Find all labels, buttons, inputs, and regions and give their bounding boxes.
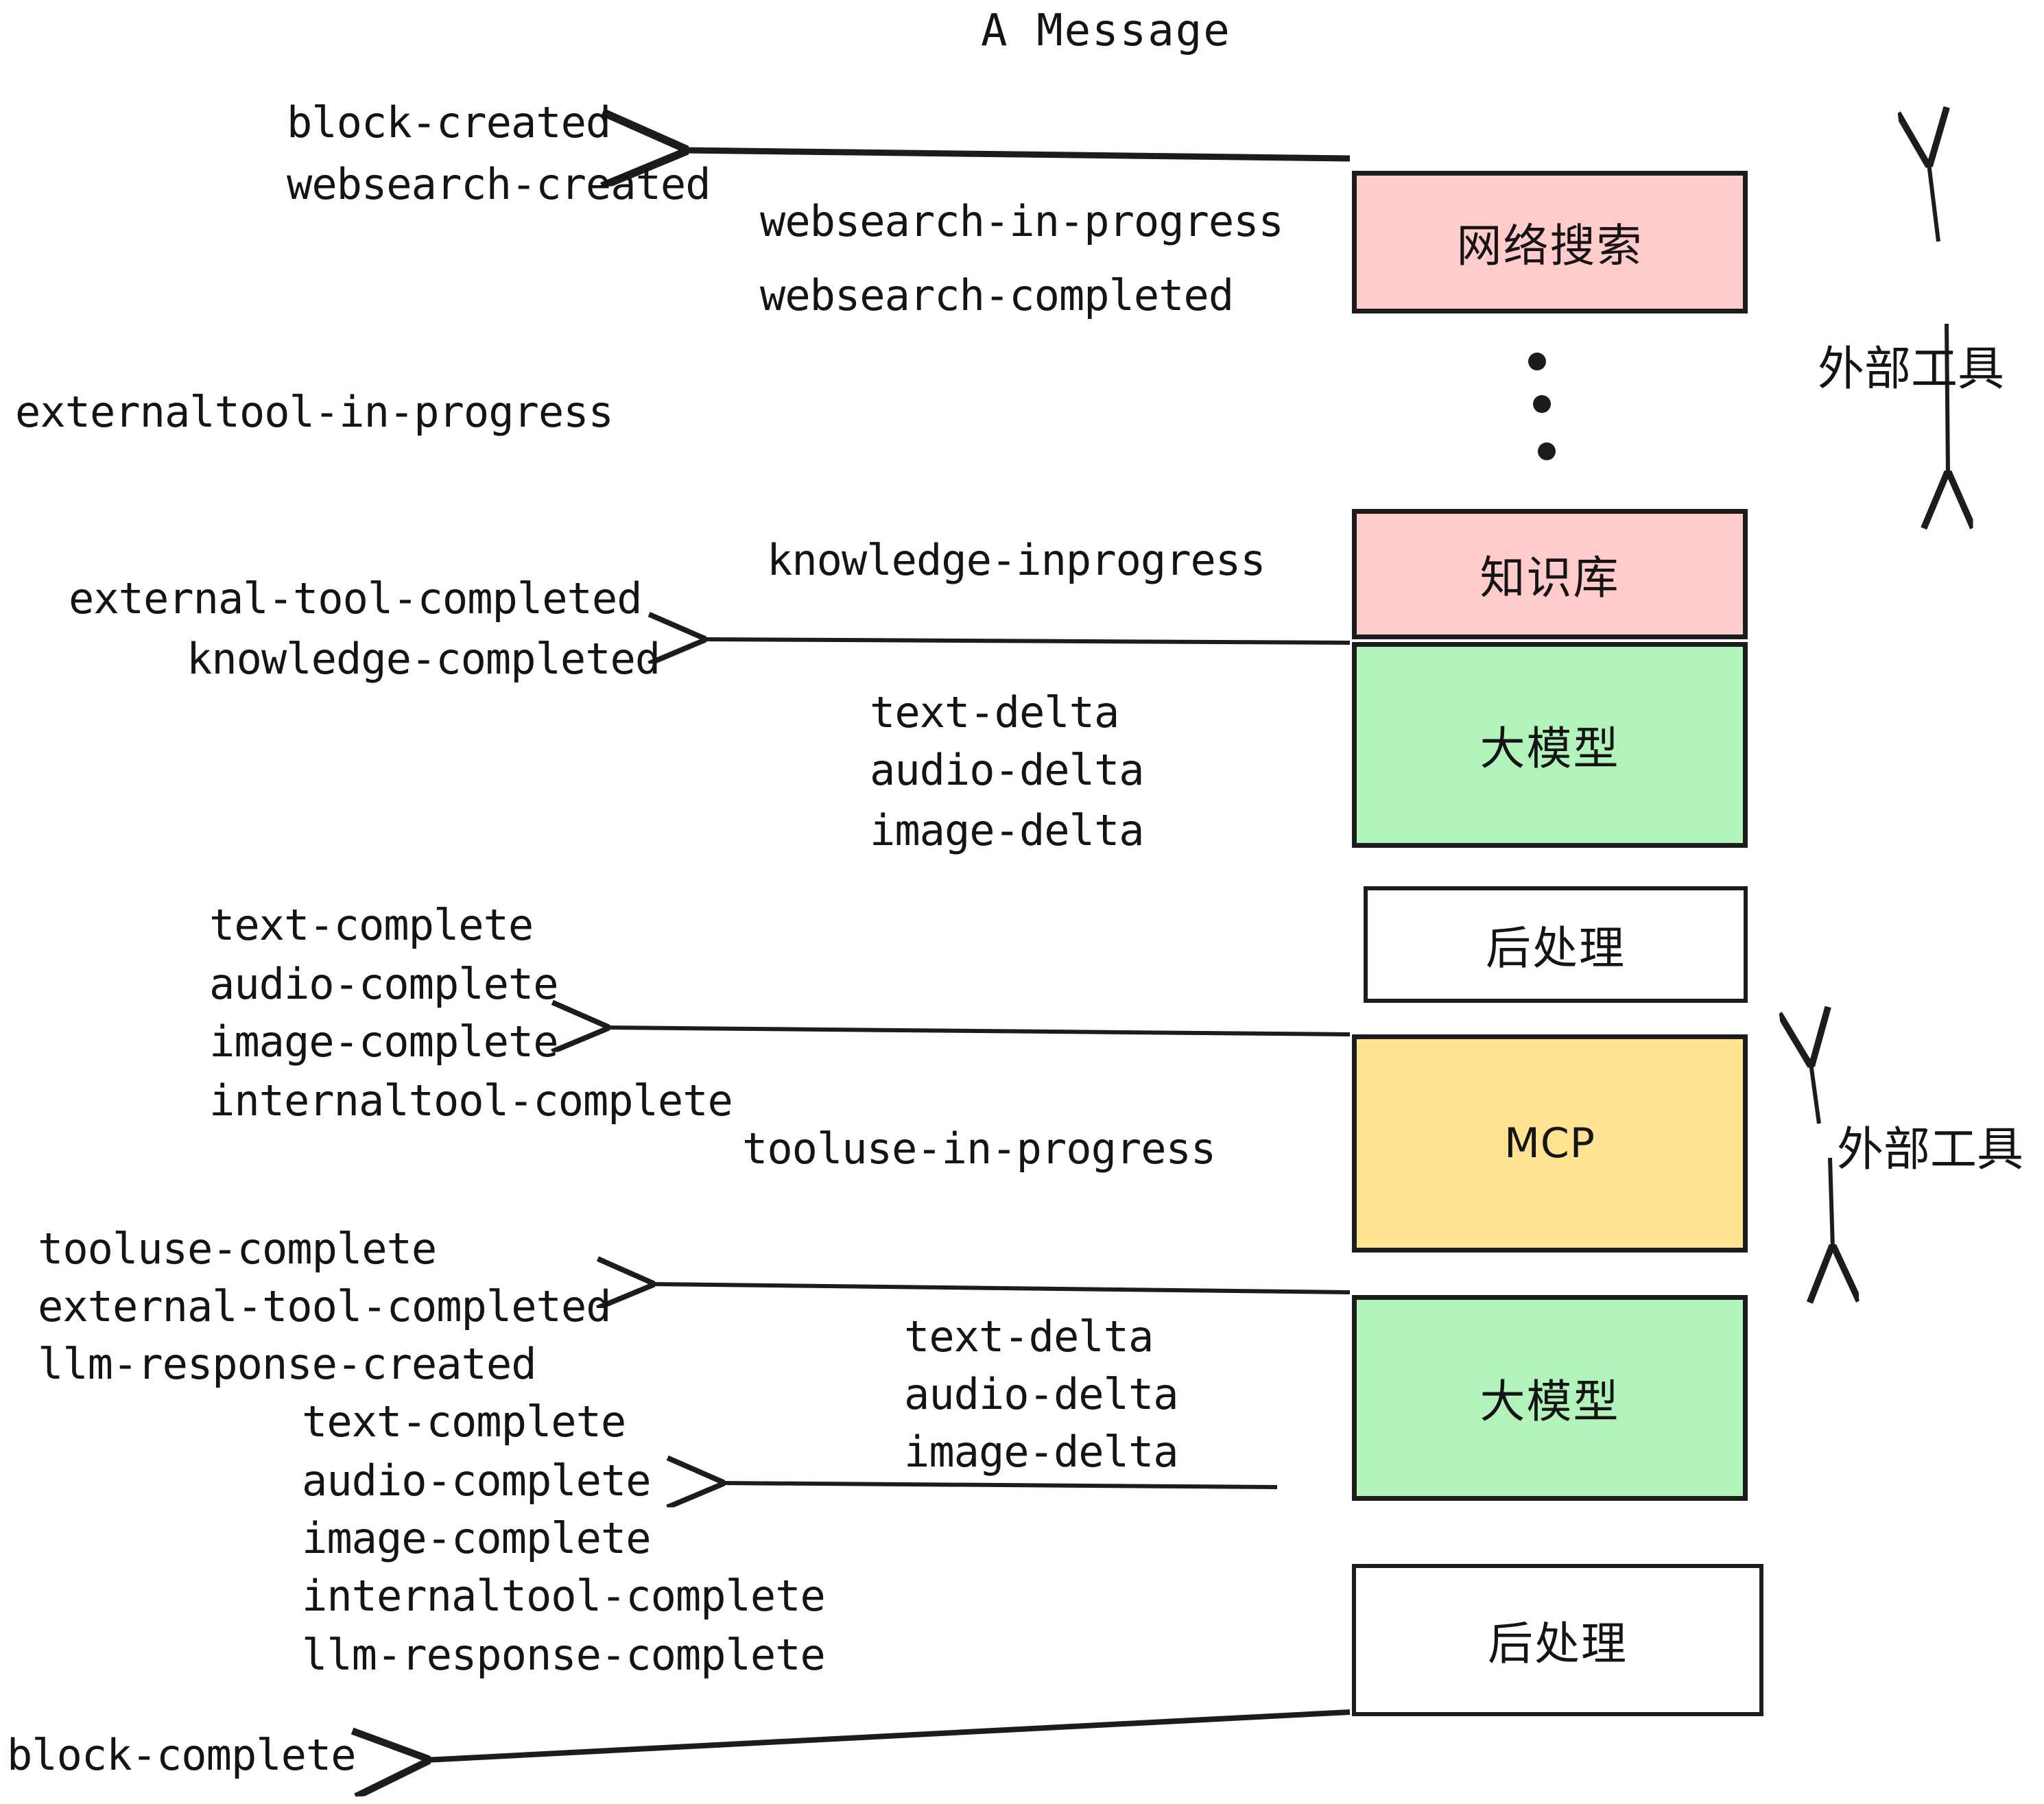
audio-complete-arrow [721, 1483, 1278, 1487]
event-tooluse-in-progress: tooluse-in-progress [742, 1124, 1216, 1174]
event-tooluse-complete: tooluse-complete [38, 1224, 437, 1274]
external-tool-down-arrow-lower [1830, 1157, 1833, 1248]
event-audio-complete-1: audio-complete [209, 959, 559, 1009]
ellipsis-dot-1 [1528, 353, 1546, 370]
event-internaltool-complete-2: internaltool-complete [302, 1571, 826, 1621]
diagram-title: A Message [981, 5, 1231, 56]
event-image-complete-1: image-complete [209, 1017, 559, 1067]
image-complete-arrow [606, 1028, 1351, 1034]
event-block-complete: block-complete [7, 1730, 357, 1780]
node-websearch[interactable]: 网络搜索 [1352, 171, 1748, 313]
ellipsis-dot-2 [1533, 395, 1551, 413]
event-knowledge-completed: knowledge-completed [187, 634, 661, 684]
event-text-delta-2: text-delta [904, 1312, 1154, 1362]
node-knowledge-label: 知识库 [1479, 551, 1620, 604]
node-llm-1-label: 大模型 [1479, 722, 1620, 775]
event-knowledge-inprogress: knowledge-inprogress [767, 535, 1266, 585]
node-mcp-label: MCP [1504, 1119, 1595, 1167]
event-externaltool-in-progress: externaltool-in-progress [15, 387, 614, 437]
external-tool-label-upper: 外部工具 [1818, 342, 2005, 396]
event-llm-response-created: llm-response-created [38, 1339, 537, 1389]
event-audio-delta-2: audio-delta [904, 1369, 1179, 1419]
external-tool-up-arrow-lower [1811, 1063, 1819, 1124]
event-internaltool-complete-1: internaltool-complete [209, 1076, 733, 1126]
node-postprocess-2-label: 后处理 [1488, 1617, 1628, 1670]
node-knowledge[interactable]: 知识库 [1352, 509, 1748, 639]
event-image-complete-2: image-complete [302, 1513, 652, 1563]
event-external-tool-completed-2: external-tool-completed [38, 1281, 612, 1331]
node-postprocess-1[interactable]: 后处理 [1364, 886, 1748, 1003]
node-websearch-label: 网络搜索 [1456, 219, 1643, 272]
event-websearch-in-progress: websearch-in-progress [760, 196, 1284, 246]
event-text-delta-1: text-delta [870, 687, 1119, 737]
block-complete-arrow [425, 1709, 1351, 1760]
external-tool-up-arrow-upper [1929, 163, 1938, 242]
event-llm-response-complete: llm-response-complete [302, 1630, 826, 1680]
ellipsis-dot-3 [1538, 442, 1556, 460]
knowledge-completed-arrow [702, 639, 1351, 643]
node-postprocess-1-label: 后处理 [1486, 922, 1626, 975]
node-llm-2-label: 大模型 [1479, 1375, 1620, 1428]
event-websearch-created: websearch-created [287, 159, 711, 209]
external-tool-label-lower: 外部工具 [1837, 1123, 2024, 1177]
tooluse-complete-arrow [651, 1284, 1351, 1292]
node-mcp[interactable]: MCP [1352, 1034, 1748, 1253]
event-websearch-completed: websearch-completed [760, 270, 1234, 320]
event-text-complete-2: text-complete [302, 1397, 626, 1447]
node-postprocess-2[interactable]: 后处理 [1352, 1564, 1763, 1716]
node-llm-2[interactable]: 大模型 [1352, 1295, 1748, 1501]
event-image-delta-1: image-delta [870, 805, 1145, 855]
event-audio-delta-1: audio-delta [870, 745, 1145, 795]
event-audio-complete-2: audio-complete [302, 1456, 652, 1506]
event-block-created: block-created [287, 97, 611, 147]
block-created-arrow [682, 150, 1351, 158]
event-external-tool-completed-1: external-tool-completed [69, 573, 643, 624]
event-text-complete-1: text-complete [209, 900, 534, 950]
node-llm-1[interactable]: 大模型 [1352, 642, 1748, 848]
event-image-delta-2: image-delta [904, 1427, 1179, 1477]
